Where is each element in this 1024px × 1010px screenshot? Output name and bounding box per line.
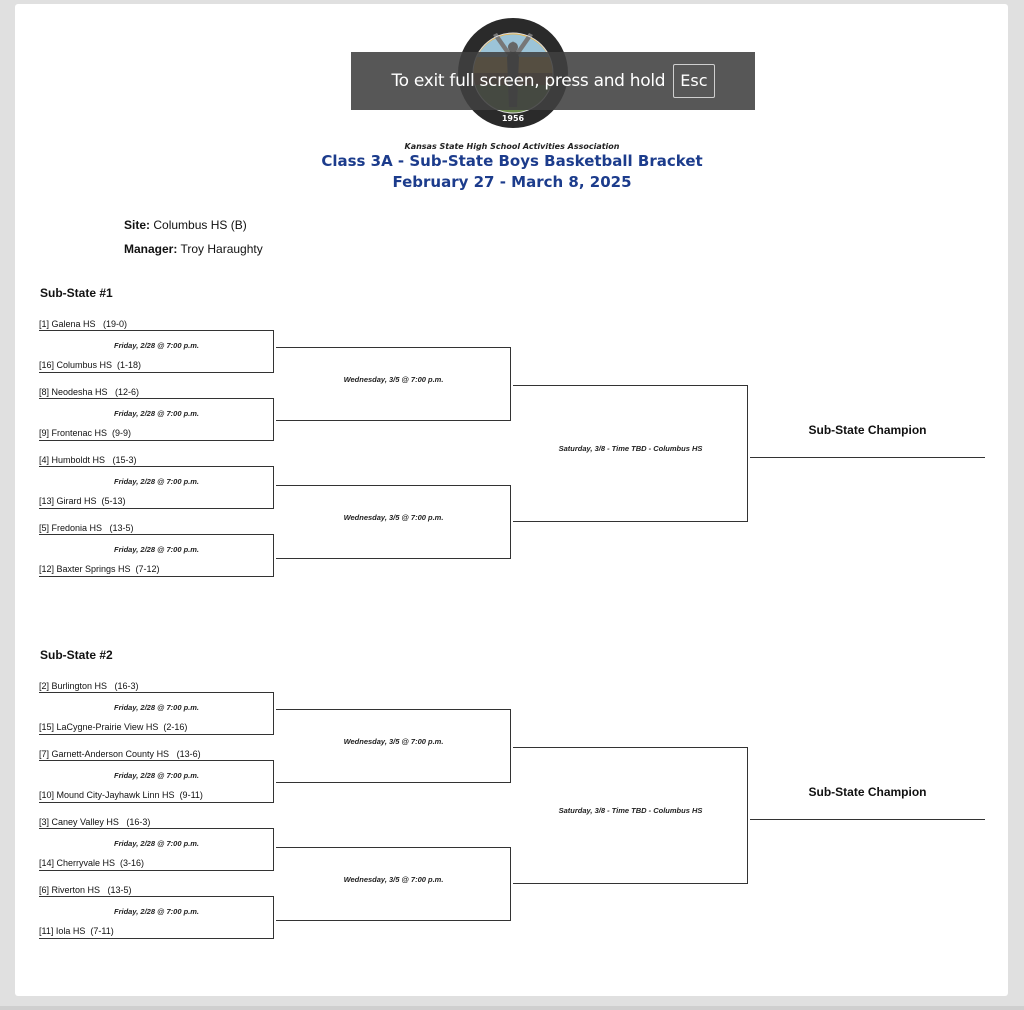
- semifinal-game: [276, 485, 511, 559]
- document-page: [15, 4, 1008, 996]
- game-schedule: Wednesday, 3/5 @ 7:00 p.m.: [343, 875, 444, 884]
- semifinal-game: [276, 847, 511, 921]
- semifinal-game: [276, 347, 511, 421]
- team-slot-bottom: [13] Girard HS (5-13): [39, 496, 126, 506]
- team-slot-top: [6] Riverton HS (13-5): [39, 885, 132, 895]
- first-round-game: [39, 896, 274, 939]
- logo-year: 1956: [502, 114, 525, 123]
- bracket-title: Class 3A - Sub-State Boys Basketball Bra…: [321, 152, 703, 170]
- game-schedule: Friday, 2/28 @ 7:00 p.m.: [114, 703, 199, 712]
- game-schedule: Wednesday, 3/5 @ 7:00 p.m.: [343, 737, 444, 746]
- game-schedule: Friday, 2/28 @ 7:00 p.m.: [114, 409, 199, 418]
- substate-title: Sub-State #2: [40, 648, 113, 662]
- game-schedule: Wednesday, 3/5 @ 7:00 p.m.: [343, 513, 444, 522]
- manager-label: Manager:: [124, 242, 178, 256]
- champion-label: Sub-State Champion: [808, 785, 927, 799]
- first-round-game: [39, 760, 274, 803]
- team-slot-bottom: [11] Iola HS (7-11): [39, 926, 114, 936]
- team-slot-top: [4] Humboldt HS (15-3): [39, 455, 137, 465]
- esc-key-badge: Esc: [673, 64, 715, 98]
- team-slot-top: [5] Fredonia HS (13-5): [39, 523, 134, 533]
- team-slot-top: [7] Garnett-Anderson County HS (13-6): [39, 749, 201, 759]
- team-slot-top: [2] Burlington HS (16-3): [39, 681, 139, 691]
- game-schedule: Friday, 2/28 @ 7:00 p.m.: [114, 907, 199, 916]
- champion-line: [750, 457, 985, 458]
- first-round-game: [39, 828, 274, 871]
- first-round-game: [39, 398, 274, 441]
- team-slot-top: [1] Galena HS (19-0): [39, 319, 128, 329]
- team-slot-bottom: [10] Mound City-Jayhawk Linn HS (9-11): [39, 790, 203, 800]
- first-round-game: [39, 330, 274, 373]
- site-value: Columbus HS (B): [153, 218, 247, 232]
- game-schedule: Wednesday, 3/5 @ 7:00 p.m.: [343, 375, 444, 384]
- game-schedule: Friday, 2/28 @ 7:00 p.m.: [114, 341, 199, 350]
- final-game: [513, 747, 748, 884]
- game-schedule: Friday, 2/28 @ 7:00 p.m.: [114, 771, 199, 780]
- site-info: Site: Columbus HS (B): [124, 218, 247, 232]
- team-slot-bottom: [15] LaCygne-Prairie View HS (2-16): [39, 722, 188, 732]
- substate-title: Sub-State #1: [40, 286, 113, 300]
- team-slot-bottom: [9] Frontenac HS (9-9): [39, 428, 132, 438]
- team-slot-bottom: [12] Baxter Springs HS (7-12): [39, 564, 160, 574]
- bottom-border: [0, 1006, 1024, 1010]
- site-label: Site:: [124, 218, 151, 232]
- team-slot-top: [3] Caney Valley HS (16-3): [39, 817, 151, 827]
- first-round-game: [39, 692, 274, 735]
- manager-value: Troy Haraughty: [180, 242, 263, 256]
- champion-label: Sub-State Champion: [808, 423, 927, 437]
- first-round-game: [39, 466, 274, 509]
- organization-name: Kansas State High School Activities Asso…: [404, 142, 620, 151]
- fullscreen-exit-notice: To exit full screen, press and hold Esc: [351, 52, 755, 110]
- final-game: [513, 385, 748, 522]
- first-round-game: [39, 534, 274, 577]
- bracket-dates: February 27 - March 8, 2025: [392, 173, 632, 191]
- champion-line: [750, 819, 985, 820]
- semifinal-game: [276, 709, 511, 783]
- team-slot-bottom: [14] Cherryvale HS (3-16): [39, 858, 145, 868]
- fullscreen-message: To exit full screen, press and hold: [391, 71, 666, 91]
- manager-info: Manager: Troy Haraughty: [124, 242, 263, 256]
- game-schedule: Friday, 2/28 @ 7:00 p.m.: [114, 839, 199, 848]
- game-schedule: Saturday, 3/8 - Time TBD - Columbus HS: [558, 444, 703, 453]
- team-slot-top: [8] Neodesha HS (12-6): [39, 387, 140, 397]
- game-schedule: Saturday, 3/8 - Time TBD - Columbus HS: [558, 806, 703, 815]
- game-schedule: Friday, 2/28 @ 7:00 p.m.: [114, 545, 199, 554]
- team-slot-bottom: [16] Columbus HS (1-18): [39, 360, 142, 370]
- game-schedule: Friday, 2/28 @ 7:00 p.m.: [114, 477, 199, 486]
